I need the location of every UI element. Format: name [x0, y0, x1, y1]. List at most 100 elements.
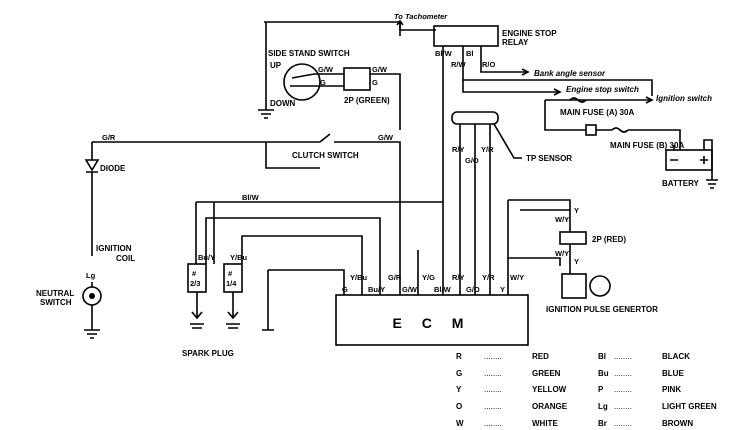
ecm-box [335, 294, 529, 346]
color-legend: R ........ RED G ........ GREEN Y ......… [456, 352, 717, 428]
legend-code: Bu [598, 369, 609, 378]
clutch-switch-label: CLUTCH SWITCH [292, 151, 359, 160]
ecm-pin-g: G [342, 285, 348, 294]
coil-1-4-to-ecm [241, 235, 363, 295]
spark-plug-wires [190, 292, 240, 329]
side-stand-wire-label-g: G [320, 78, 326, 87]
ecm-pin-y-bu: Y/Bu [350, 273, 368, 282]
main-fuse-b-connector [585, 124, 597, 136]
tp-wire-y-r: Y/R [481, 145, 494, 154]
battery-label: BATTERY [662, 179, 700, 188]
legend-color: PINK [662, 385, 681, 394]
connector-2p-green [343, 67, 371, 91]
wire-r-w-relay [462, 46, 653, 96]
legend-code: G [456, 369, 462, 378]
ecm-pin-y: Y [500, 285, 505, 294]
ecm-pin-r-y: R/Y [452, 273, 465, 282]
tp-sensor-box [451, 111, 499, 125]
legend-dots: ........ [484, 352, 502, 361]
neutral-switch-label-2: SWITCH [40, 298, 72, 307]
engine-stop-switch-label: Engine stop switch [566, 85, 639, 94]
pulse-generator-wires [508, 199, 571, 266]
ecm-ground-wire [262, 269, 345, 331]
relay-wire-bl: Bl [466, 49, 474, 58]
neutral-switch-ground [84, 282, 100, 339]
engine-stop-relay-label-2: RELAY [502, 38, 529, 47]
wire-label-g-r: G/R [102, 133, 116, 142]
legend-code: Y [456, 385, 462, 394]
engine-stop-switch-wire [462, 80, 560, 93]
coil-2-3-to-ecm [205, 217, 381, 295]
main-fuse-b-label: MAIN FUSE (B) 30A [610, 141, 684, 150]
side-stand-switch-contact [290, 73, 315, 87]
battery-ground-wire [703, 139, 718, 189]
legend-dots: ........ [484, 385, 502, 394]
relay-wire-bl-w: Bl/W [435, 49, 453, 58]
side-stand-wire-label-gw: G/W [318, 65, 334, 74]
legend-color: GREEN [532, 369, 561, 378]
legend-code: Lg [598, 402, 608, 411]
engine-stop-relay-box [433, 25, 499, 47]
ecm-pin-y-r: Y/R [482, 273, 495, 282]
wire-label-g-w-clutch: G/W [378, 133, 394, 142]
coil-hash-14: # [228, 269, 233, 278]
tp-wire-r-y: R/Y [452, 145, 465, 154]
to-tachometer-label: To Tachometer [394, 12, 448, 21]
relay-wire-r-o: R/O [482, 60, 496, 69]
engine-stop-switch-arrow [553, 88, 562, 96]
ecm-pin-bl-w: Bl/W [434, 285, 452, 294]
ecm-pin-y-g: Y/G [422, 273, 435, 282]
legend-dots: ........ [614, 385, 632, 394]
neutral-lg-label: Lg [86, 271, 96, 280]
legend-code: Bl [598, 352, 606, 361]
legend-code: O [456, 402, 462, 411]
main-fuse-a-symbol [569, 97, 587, 103]
pulse-generator-rotor [589, 275, 611, 297]
coil-label-2-3: 2/3 [190, 279, 200, 288]
main-fuse-a-label: MAIN FUSE (A) 30A [560, 108, 634, 117]
pulse-wire-w-y-2: W/Y [555, 249, 569, 258]
relay-wire-r-w: R/W [451, 60, 467, 69]
ignition-coil-label-2: COIL [116, 254, 135, 263]
coil-wire-y-bu: Y/Bu [230, 253, 248, 262]
ecm-pin-bu-y: Bu/Y [368, 285, 385, 294]
pulse-generator-label: IGNITION PULSE GENERTOR [546, 305, 658, 314]
legend-code: R [456, 352, 462, 361]
tp-wire-g-o: G/O [465, 156, 479, 165]
legend-color: YELLOW [532, 385, 567, 394]
tp-sensor-label: TP SENSOR [526, 154, 572, 163]
ignition-coil-label: IGNITION [96, 244, 132, 253]
ecm-pin-g-o: G/O [466, 285, 480, 294]
tp-sensor-wires [459, 124, 491, 295]
main-fuse-a-wire [544, 100, 586, 131]
engine-stop-relay-label: ENGINE STOP [502, 29, 557, 38]
pulse-generator-body [561, 273, 587, 299]
bank-angle-arrow [521, 68, 530, 76]
coil-hash-23: # [192, 269, 197, 278]
wire-r-o-relay [480, 46, 528, 73]
side-stand-wire-label-g-2: G [372, 78, 378, 87]
connector-2p-red [559, 231, 587, 245]
clutch-switch-ground [265, 142, 320, 169]
legend-color: ORANGE [532, 402, 568, 411]
wire-label-bl-w-coil: Bl/W [242, 193, 260, 202]
legend-color: WHITE [532, 419, 558, 428]
ecm-wires-mid [417, 200, 509, 295]
bank-angle-sensor-label: Bank angle sensor [534, 69, 606, 78]
coil-label-1-4: 1/4 [226, 279, 237, 288]
pulse-wire-w-y: W/Y [555, 215, 569, 224]
legend-color: BROWN [662, 419, 693, 428]
ecm-pin-w-y: W/Y [510, 273, 524, 282]
connector-2p-green-label: 2P (GREEN) [344, 96, 390, 105]
wire-bl-w-coil [195, 201, 443, 264]
wire-g-r-top [92, 141, 401, 295]
ecm-label: E C M [393, 315, 472, 331]
ignition-switch-label: Ignition switch [656, 94, 712, 103]
legend-code: P [598, 385, 604, 394]
ignition-switch-arrow [645, 96, 654, 104]
legend-dots: ........ [484, 402, 502, 411]
legend-dots: ........ [614, 419, 632, 428]
side-stand-up-label: UP [270, 61, 282, 70]
